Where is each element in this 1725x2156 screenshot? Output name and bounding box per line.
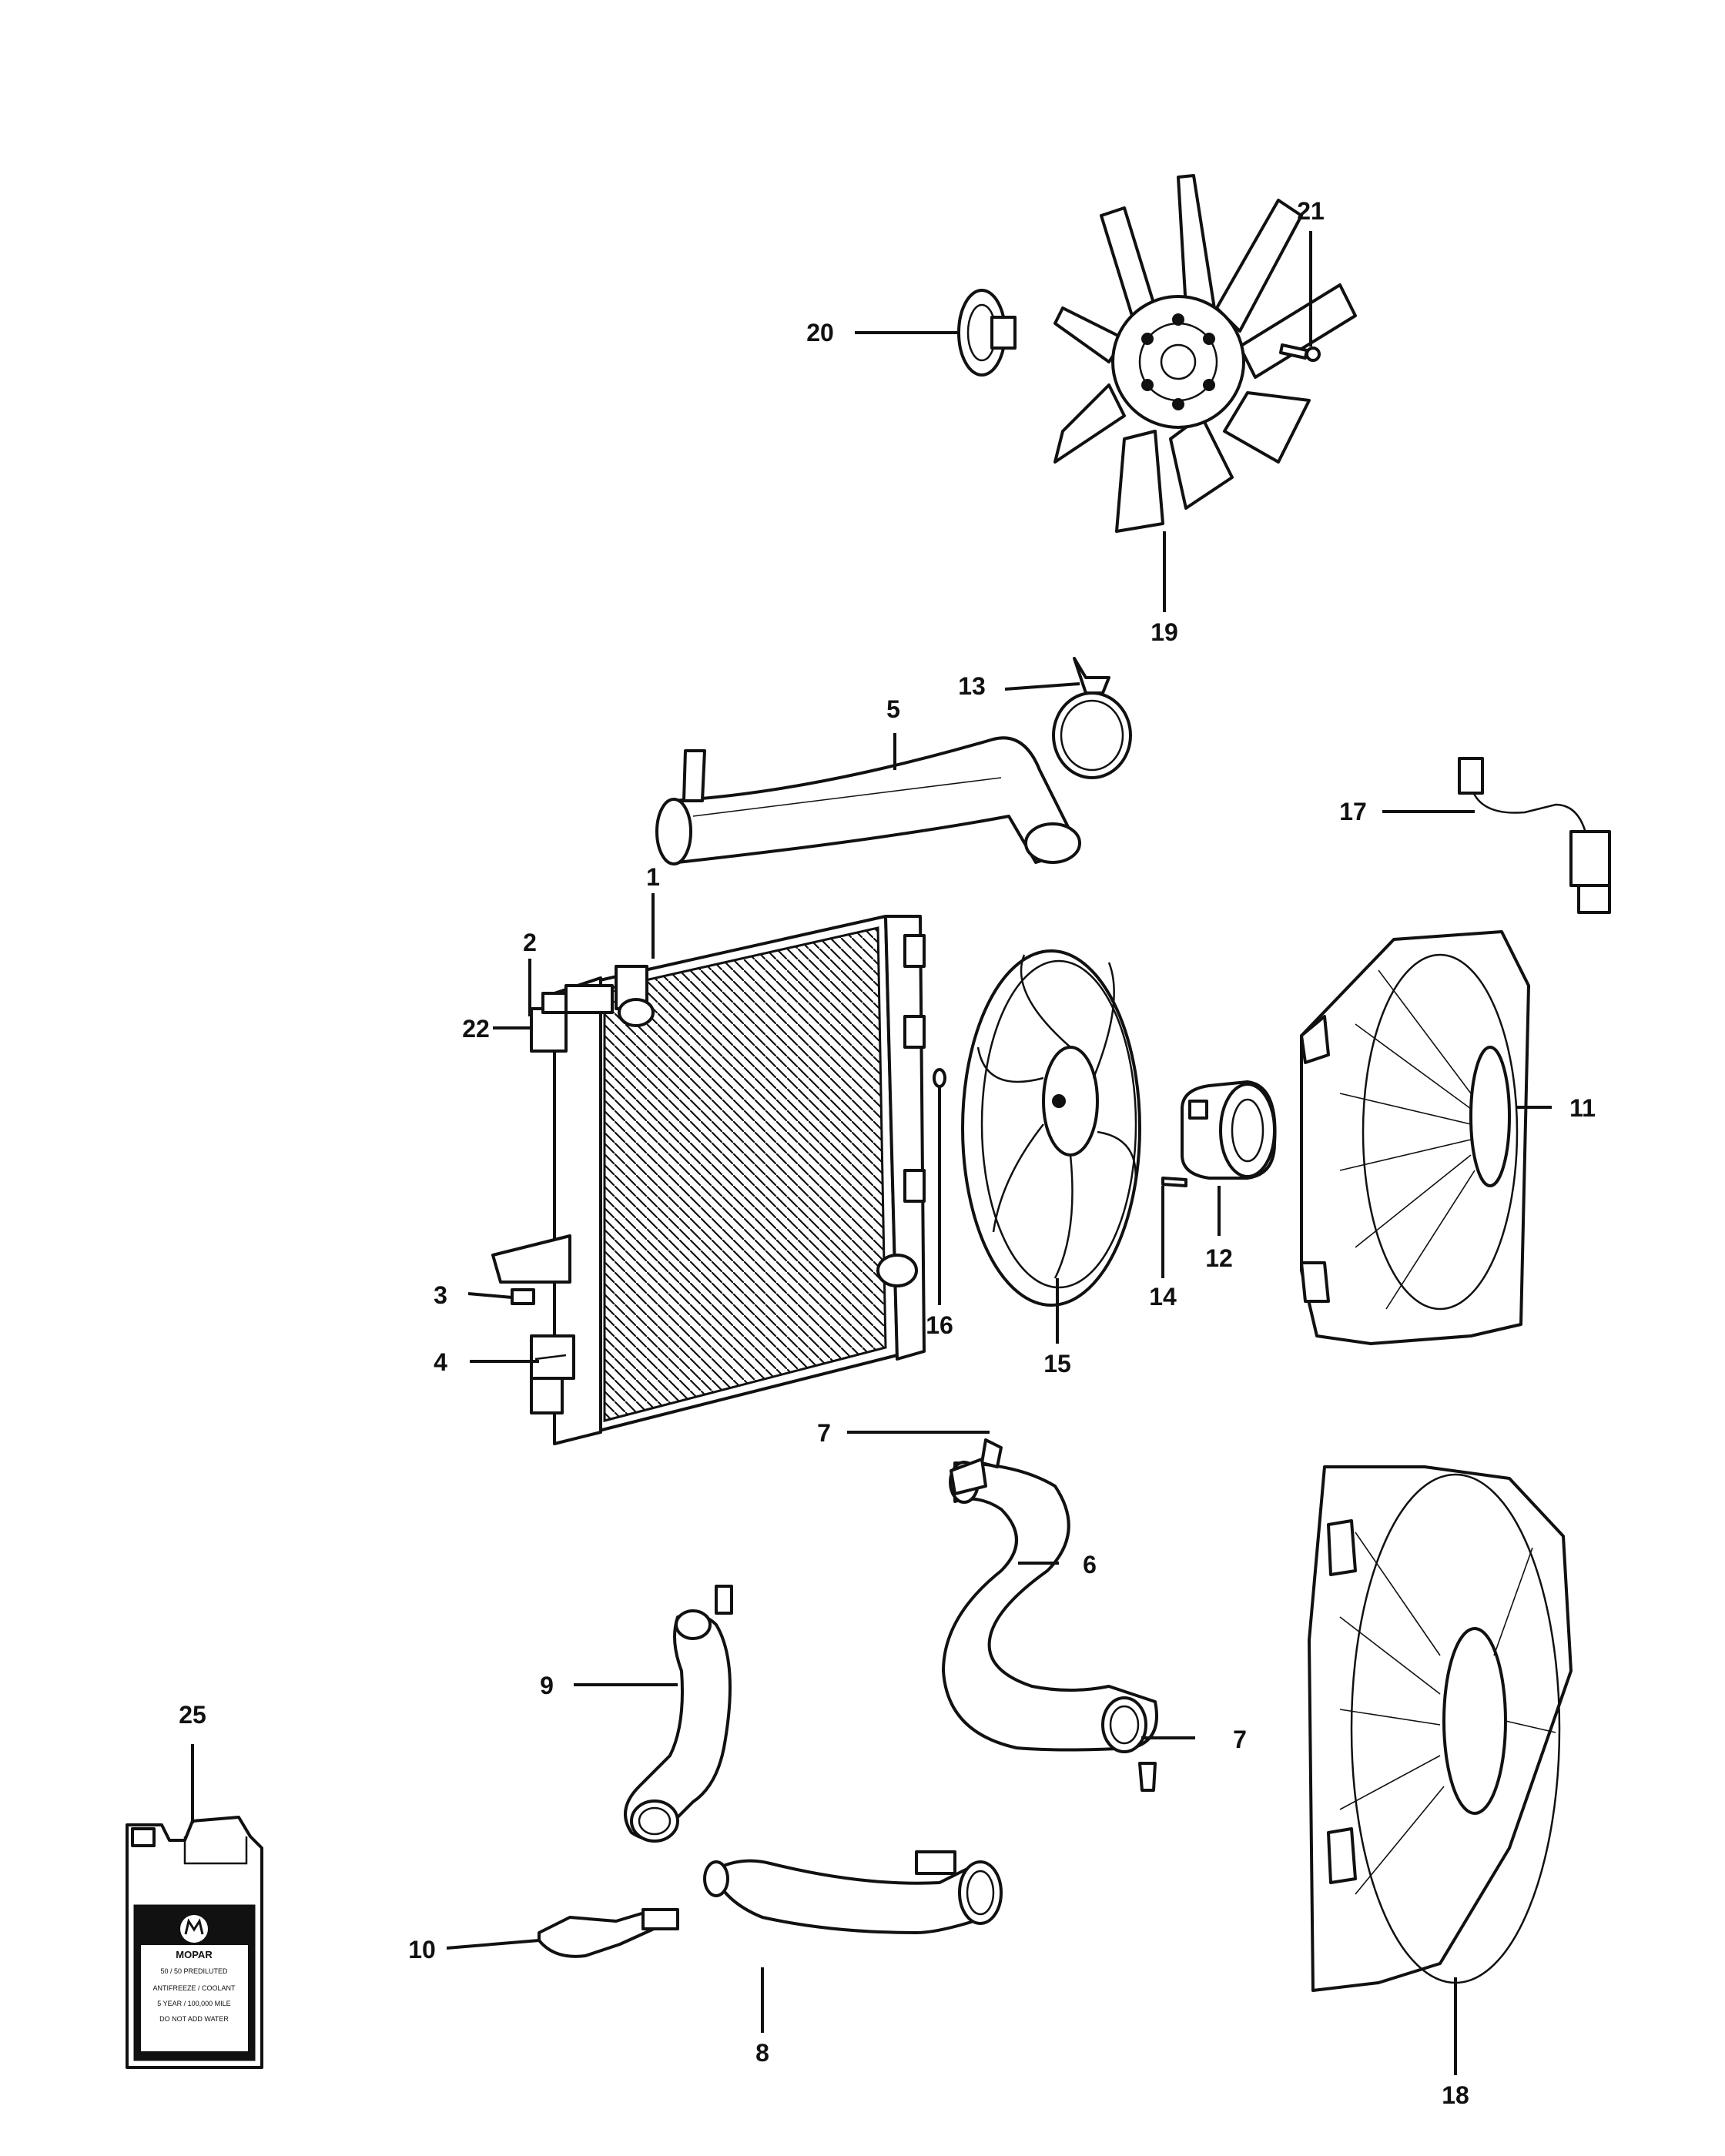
leader-lines [191, 231, 1552, 2075]
fan-bolt [1279, 343, 1321, 362]
coolant-jug-line4: DO NOT ADD WATER [159, 2015, 229, 2023]
callout-3: 3 [434, 1281, 447, 1309]
callout-14: 14 [1149, 1283, 1177, 1311]
coolant-jug-line3: 5 YEAR / 100,000 MILE [157, 2000, 230, 2007]
coolant-jug-brand: MOPAR [176, 1949, 213, 1960]
callout-1: 1 [646, 863, 660, 891]
callout-17: 17 [1339, 798, 1367, 825]
callout-7a: 7 [817, 1419, 831, 1447]
callout-8: 8 [755, 2039, 769, 2067]
fan-motor [1181, 1080, 1277, 1180]
fan-wiring-harness [1458, 757, 1611, 914]
callout-16: 16 [926, 1311, 953, 1339]
fan-retaining-nut [933, 1068, 946, 1088]
callout-25: 25 [179, 1701, 206, 1729]
radiator-bracket [530, 992, 568, 1053]
drain-cock [511, 1288, 535, 1305]
hose-clamp-7-lower [1138, 1762, 1157, 1792]
coolant-jug-line2: ANTIFREEZE / COOLANT [152, 1984, 236, 1992]
callout-19: 19 [1151, 618, 1178, 646]
heater-hose [624, 1585, 733, 1843]
callout-9: 9 [540, 1672, 554, 1699]
callout-15: 15 [1043, 1350, 1071, 1378]
callout-10: 10 [408, 1936, 436, 1964]
callout-4: 4 [434, 1348, 447, 1376]
fan-shroud-assembly [1308, 1465, 1573, 1992]
fan-clutch-nut [957, 289, 1017, 377]
mechanical-fan-blade-assembly [1053, 174, 1357, 533]
fan-motor-screw [1161, 1177, 1187, 1187]
callout-6: 6 [1083, 1551, 1097, 1578]
lower-radiator-hose [942, 1461, 1158, 1753]
hose-clamp-upper [1052, 657, 1132, 779]
callout-13: 13 [958, 672, 986, 700]
coolant-jug-line1: 50 / 50 PREDILUTED [160, 1967, 228, 1975]
callout-5: 5 [886, 695, 900, 723]
bypass-hose [703, 1850, 1003, 1934]
callout-21: 21 [1297, 197, 1325, 225]
callout-11: 11 [1569, 1094, 1596, 1122]
callout-22: 22 [462, 1015, 490, 1043]
radiator-lower-bracket [530, 1334, 575, 1380]
hose-bracket [538, 1908, 679, 1958]
callout-18: 18 [1442, 2081, 1469, 2109]
fan-shroud [1300, 930, 1530, 1345]
callout-12: 12 [1205, 1244, 1233, 1272]
callout-numbers: 1 2 22 3 4 5 6 7 7 8 9 10 11 12 13 14 15… [179, 197, 1596, 2109]
radiator [491, 915, 926, 1445]
callout-7b: 7 [1233, 1726, 1247, 1753]
hose-clamp-7-upper [950, 1438, 1003, 1495]
electric-fan [961, 949, 1141, 1307]
coolant-jug: MOPAR 50 / 50 PREDILUTED ANTIFREEZE / CO… [126, 1816, 263, 2069]
callout-2: 2 [523, 929, 537, 956]
upper-radiator-hose [655, 736, 1081, 865]
callout-20: 20 [806, 319, 834, 346]
